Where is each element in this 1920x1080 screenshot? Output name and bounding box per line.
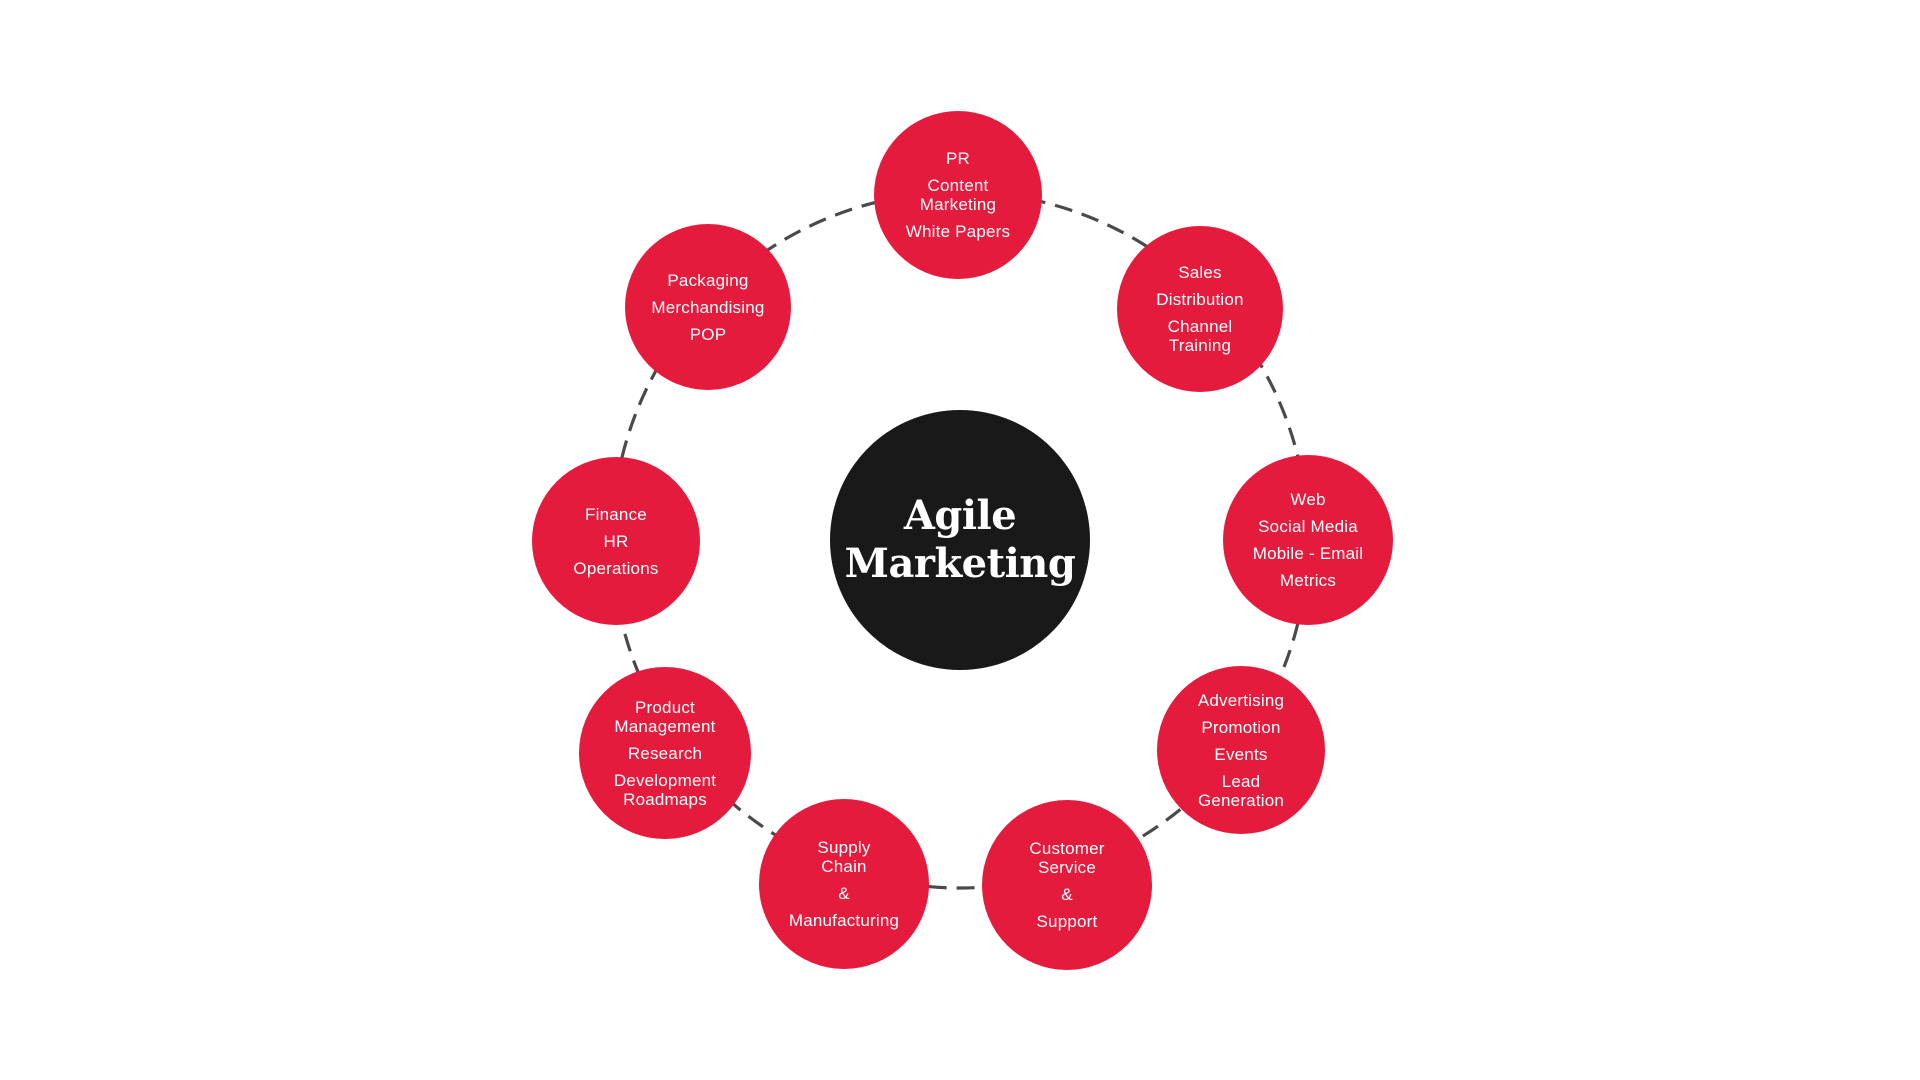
node-label-line: Channel [1167,317,1233,336]
node-label-line: Distribution [1156,290,1244,309]
node-label-line: Training [1168,336,1232,355]
node-label-line: White Papers [905,222,1011,241]
node-label-item: Finance [585,505,647,524]
node-label-line: Chain [821,857,867,876]
node-label-item: Support [1037,912,1098,931]
node-label-item: Distribution [1156,290,1243,309]
node-label-item: Metrics [1280,571,1336,590]
node-label-line: Merchandising [651,297,765,317]
node-label-item: & [838,884,850,903]
node-label-line: Social Media [1258,517,1358,536]
node-label-item: White Papers [906,222,1010,241]
node-label-line: Service [1037,858,1097,877]
node-label-item: POP [690,325,727,344]
node-label-item: & [1061,885,1073,904]
node-label-line: Packaging [667,270,749,290]
node-label-line: Web [1290,490,1326,509]
center-title-line-2: Marketing [844,540,1076,587]
node-label-item: Web [1290,490,1325,509]
node-label-item: Manufacturing [789,911,899,930]
node-label-line: Content [927,176,989,195]
node-label-line: Manufacturing [788,911,900,930]
node-label-line: Finance [585,504,647,524]
node-label-line: Supply [817,838,871,857]
node-label-item: Packaging [667,271,748,290]
node-label-item: Mobile - Email [1253,544,1364,563]
node-label-line: & [1061,885,1073,904]
node-label-item: Events [1214,745,1267,764]
node-label-line: Metrics [1279,571,1337,590]
node-label-line: Support [1036,912,1098,931]
node-label-line: Customer [1029,839,1105,858]
node-label-item: Social Media [1258,517,1358,536]
node-label-item: PR [946,149,970,168]
node-label-line: Product [634,697,695,717]
node-label-line: Research [627,743,703,763]
center-title-line-1: Agile [903,492,1017,539]
node-label-item: Research [628,744,702,763]
node-label-item: HR [604,532,629,551]
center-circle-agile-marketing: Agile Marketing [830,410,1090,670]
node-label-line: Marketing [919,195,997,214]
node-label-item: Advertising [1198,691,1284,710]
node-label-line: Lead [1221,771,1261,791]
node-label-line: Management [614,716,716,736]
node-label-line: & [838,884,850,903]
node-label-item: Promotion [1201,718,1280,737]
node-label-line: Operations [573,558,659,578]
node-label-line: Generation [1197,790,1285,810]
node-label-line: POP [689,324,727,344]
node-label-item: Sales [1178,263,1222,282]
node-label-line: Events [1214,744,1268,764]
node-label-line: HR [603,531,629,551]
node-label-line: PR [945,149,971,168]
node-label-line: Sales [1178,263,1222,282]
node-label-line: Mobile - Email [1252,544,1364,563]
node-label-line: Promotion [1201,717,1281,737]
node-label-item: Operations [573,559,658,578]
node-label-item: Merchandising [651,298,764,317]
node-label-line: Roadmaps [623,789,707,809]
node-label-line: Advertising [1197,690,1285,710]
node-label-line: Development [613,770,717,790]
